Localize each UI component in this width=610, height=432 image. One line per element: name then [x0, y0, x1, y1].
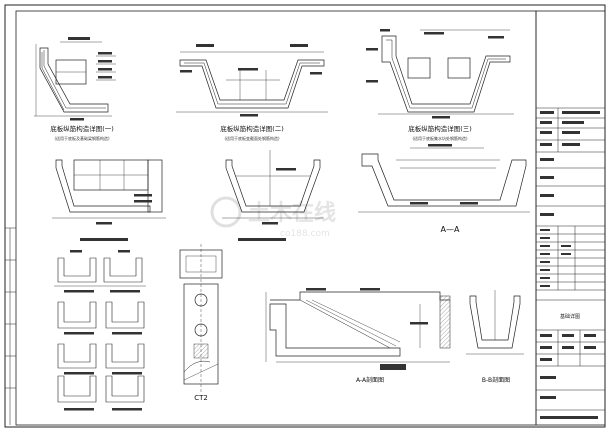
- drawing-name: 基础详图: [560, 313, 580, 320]
- detail-1-note: (适用于底板及基础梁钢筋构造): [54, 135, 110, 141]
- detail-3-title: 底板纵筋构造详图(三): [408, 124, 472, 133]
- aa-long-section: [265, 291, 451, 363]
- rebar-detail-2: [176, 51, 328, 113]
- small-section-4: [105, 301, 145, 329]
- watermark-main: 土木在线: [248, 200, 336, 226]
- small-section-labels: [64, 250, 142, 411]
- binding-margin-table: [5, 227, 16, 425]
- small-section-6: [105, 343, 145, 369]
- detail-3-note: (适用于底板集水坑处钢筋构造): [412, 135, 468, 141]
- small-section-5: [57, 343, 97, 369]
- rebar-detail-1: [34, 41, 116, 117]
- small-section-2: [100, 257, 146, 287]
- ct2-column-detail: [179, 244, 223, 392]
- section-left-labels: [80, 194, 152, 241]
- section-aa-labels: [410, 144, 478, 205]
- aa-long-section-labels: [306, 288, 428, 370]
- section-left: [52, 159, 166, 219]
- small-section-8: [105, 375, 145, 403]
- bb-section-label: B-B剖面图: [482, 376, 510, 384]
- small-section-1: [54, 257, 100, 287]
- bb-section: [466, 290, 524, 355]
- title-block-fine-text: [540, 111, 600, 419]
- detail-2-title: 底板纵筋构造详图(二): [220, 124, 284, 133]
- section-middle-labels: [238, 168, 296, 241]
- section-middle: [222, 150, 324, 219]
- rebar-detail-3-labels: [366, 29, 504, 119]
- rebar-detail-3: [378, 29, 514, 115]
- section-aa-center: [358, 147, 530, 213]
- section-aa-center-label: A—A: [441, 225, 460, 234]
- ct2-label: CT2: [194, 394, 208, 402]
- small-section-3: [57, 301, 97, 329]
- watermark-url: co188.com: [280, 229, 330, 239]
- aa-section-label: A-A剖面图: [356, 376, 384, 384]
- rebar-detail-1-labels: [68, 37, 112, 121]
- watermark: 土木在线 co188.com: [210, 196, 336, 239]
- rebar-detail-2-labels: [180, 44, 322, 117]
- detail-1-title: 底板纵筋构造详图(一): [50, 124, 114, 133]
- small-section-7: [57, 375, 97, 403]
- title-block: [535, 10, 606, 426]
- detail-2-note: (适用于底板变截面处钢筋构造): [224, 135, 280, 141]
